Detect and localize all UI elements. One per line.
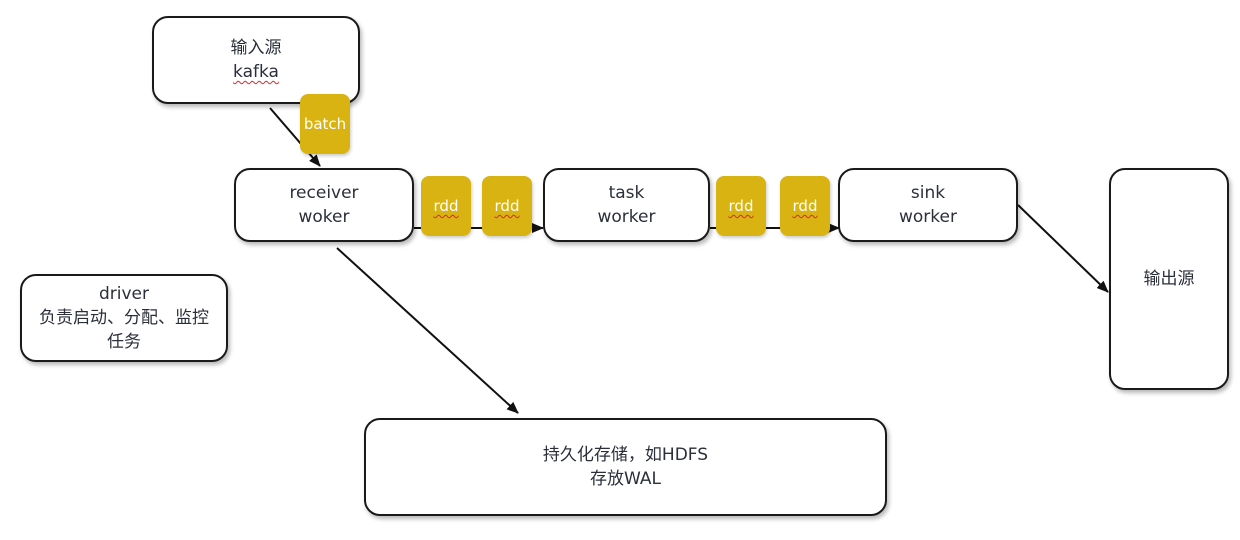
node-receiver-subtitle: woker [298,207,350,227]
node-driver-title: driver [98,284,149,304]
node-input-source-title: 输入源 [230,38,282,58]
node-sink-worker: sink worker [838,168,1018,242]
node-receiver-title: receiver [289,183,359,203]
arrow-input-to-receiver [269,107,321,167]
arrow-receiver-to-storage [336,247,519,414]
node-driver-line3: 任务 [107,332,141,352]
chip-batch-label: batch [303,115,347,133]
chip-rdd-2: rdd [482,176,532,236]
arrow-sink-to-output [1017,204,1109,293]
chip-rdd-3: rdd [716,176,766,236]
node-task-subtitle: worker [597,207,656,227]
node-persistent-storage: 持久化存储，如HDFS 存放WAL [364,418,887,516]
chip-rdd-4-label: rdd [792,197,818,215]
node-storage-title: 持久化存储，如HDFS [542,445,709,465]
node-input-source: 输入源 kafka [152,16,360,104]
node-task-title: task [608,183,645,203]
node-input-source-subtitle: kafka [233,62,279,82]
chip-rdd-1-label: rdd [433,197,459,215]
node-sink-title: sink [910,183,946,203]
chip-rdd-4: rdd [780,176,830,236]
node-storage-subtitle: 存放WAL [590,469,661,489]
node-driver: driver 负责启动、分配、监控 任务 [20,274,228,362]
node-driver-line2: 负责启动、分配、监控 [39,308,209,328]
node-task-worker: task worker [543,168,710,242]
node-output-title: 输出源 [1143,269,1195,289]
chip-rdd-3-label: rdd [728,197,754,215]
node-sink-subtitle: worker [899,207,957,227]
node-receiver-worker: receiver woker [234,168,414,242]
chip-batch: batch [300,94,350,154]
chip-rdd-2-label: rdd [494,197,520,215]
chip-rdd-1: rdd [421,176,471,236]
node-output-source: 输出源 [1109,168,1229,390]
